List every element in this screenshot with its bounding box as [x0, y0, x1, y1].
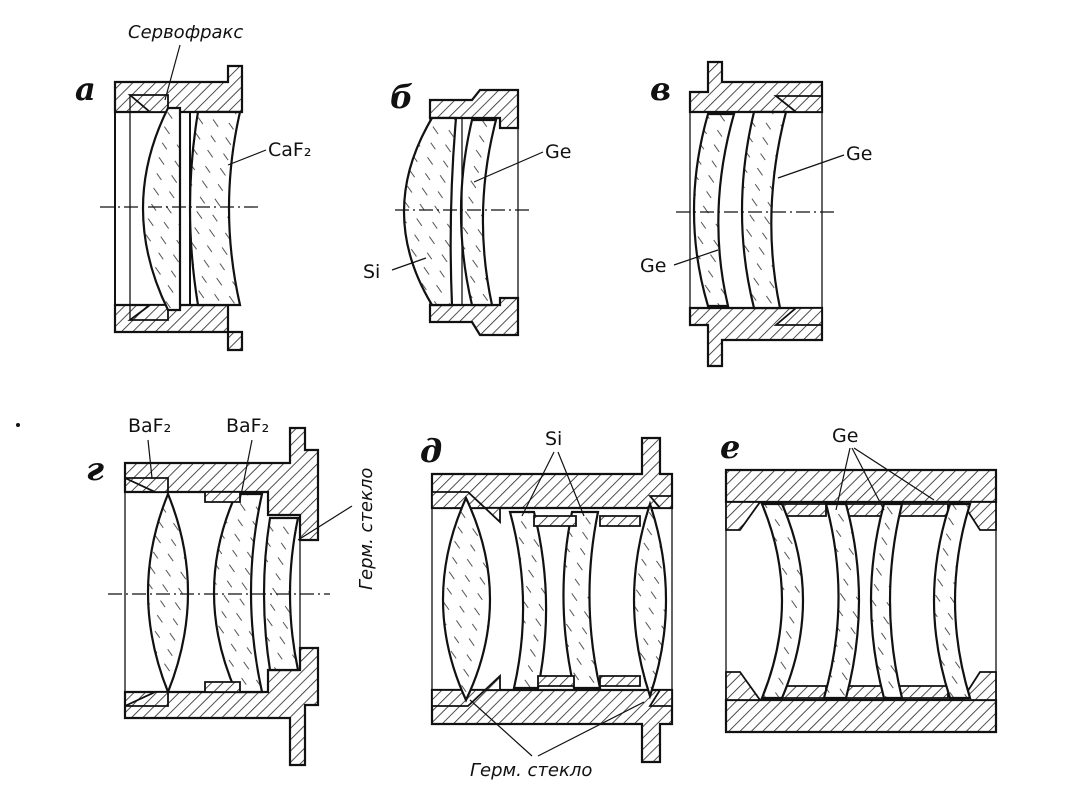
lens-e-ge-4	[932, 502, 972, 700]
lens-d-si-2	[562, 510, 602, 690]
lens-b-ge	[459, 118, 498, 307]
panel-d-letter: д	[420, 432, 442, 470]
lens-d-front	[442, 495, 491, 703]
spacer-d-bottom	[537, 675, 575, 687]
leader-germ-glass-d-1	[469, 699, 533, 757]
spacer-d-top	[533, 515, 577, 527]
spacer-e-3-top	[897, 503, 949, 517]
panel-b-letter: б	[390, 78, 413, 116]
panel-g: г BaF₂ BaF₂ Герм. стекло	[86, 415, 377, 767]
housing-d-top	[430, 436, 674, 510]
panel-v: в Ge Ge	[640, 60, 872, 368]
panel-a-letter: а	[75, 70, 96, 108]
label-germ-glass-g: Герм. стекло	[356, 468, 377, 590]
ring-d-right-bottom	[648, 689, 673, 707]
spacer-e-3-bottom	[897, 685, 949, 699]
leader-ge-v-right	[777, 154, 845, 179]
ring-e-left-top	[725, 501, 762, 531]
leader-ge-e-3	[853, 447, 935, 501]
label-servofraks: Сервофракс	[128, 22, 243, 43]
lens-e-ge-3	[869, 502, 904, 700]
housing-g-top	[123, 426, 320, 542]
housing-a-top	[113, 64, 244, 114]
lens-d-si-1	[508, 510, 548, 690]
spacer-e-2-top	[845, 503, 885, 517]
housing-e-top	[724, 468, 998, 504]
label-germ-glass-d: Герм. стекло	[470, 760, 592, 781]
label-ge-v-right: Ge	[846, 143, 872, 165]
leader-si-d-1	[521, 451, 555, 517]
housing-a-bottom	[113, 303, 244, 352]
ring-v-top	[773, 95, 823, 113]
lens-d-rear	[632, 500, 668, 700]
housing-g-bottom	[123, 646, 320, 767]
panel-a: а Сервофракс CaF₂	[75, 22, 311, 352]
panel-e: е Ge	[720, 425, 998, 734]
leader-ge-e-2	[851, 447, 885, 511]
label-ge-e: Ge	[832, 425, 858, 447]
panel-d: д Si Герм. стекло	[420, 428, 674, 781]
label-ge-b: Ge	[545, 141, 571, 163]
panel-v-letter: в	[650, 70, 671, 108]
lens-b-si	[403, 116, 458, 307]
spacer-d-right-bottom	[599, 675, 641, 687]
leader-germ-glass-g	[297, 505, 353, 541]
lens-g-baf2-2	[212, 492, 264, 694]
leader-si-b	[391, 257, 427, 271]
leader-baf2-1	[147, 439, 153, 479]
leader-germ-glass-d-2	[537, 701, 645, 757]
label-si-b: Si	[363, 261, 380, 283]
spacer-e-2-bottom	[845, 685, 885, 699]
label-caf2: CaF₂	[268, 139, 311, 161]
lens-e-ge-2	[822, 502, 861, 700]
lens-a-2-caf2	[188, 110, 242, 307]
stray-dot	[16, 423, 20, 427]
housing-b-bottom	[428, 296, 520, 337]
leader-caf2	[227, 149, 267, 166]
ring-g-mid-bottom	[204, 681, 241, 693]
leader-ge-v-left	[673, 249, 719, 266]
ring-e-right-top	[960, 501, 997, 531]
ring-d-right-top	[648, 495, 673, 509]
housing-e-bottom	[724, 698, 998, 734]
lens-v-ge-1	[692, 112, 736, 308]
ring-e-right-bottom	[960, 671, 997, 701]
leader-ge-e-1	[835, 447, 851, 511]
panel-g-letter: г	[86, 450, 104, 488]
ring-v-bottom	[773, 307, 823, 326]
lens-a-1	[142, 106, 182, 312]
leader-si-d-2	[557, 451, 585, 517]
label-si-d: Si	[545, 428, 562, 450]
label-baf2-2: BaF₂	[226, 415, 269, 437]
leader-baf2-2	[239, 439, 253, 501]
spacer-d-right-top	[599, 515, 641, 527]
lens-v-ge-2	[740, 110, 788, 310]
ring-e-left-bottom	[725, 671, 762, 701]
panel-b: б Ge Si	[363, 78, 571, 337]
leader-servofraks	[164, 44, 181, 101]
label-ge-v-left: Ge	[640, 255, 666, 277]
leader-ge-b	[473, 151, 544, 183]
label-baf2-1: BaF₂	[128, 415, 171, 437]
ring-g-mid-top	[204, 491, 241, 503]
lens-g-baf2-1	[146, 491, 190, 695]
panel-e-letter: е	[720, 428, 740, 466]
lens-e-ge-1	[760, 502, 805, 700]
